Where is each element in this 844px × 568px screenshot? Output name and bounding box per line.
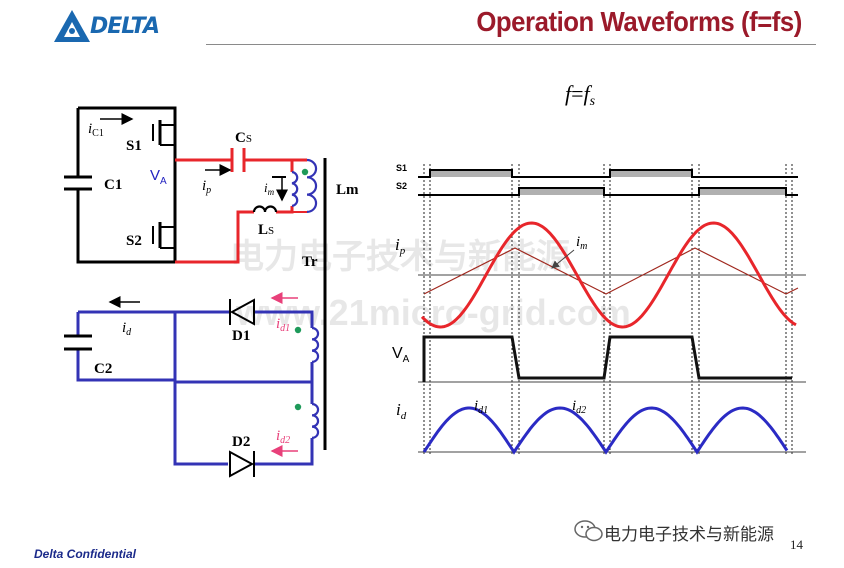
wechat-icon <box>574 520 603 542</box>
delta-logo <box>54 10 90 42</box>
label-s1: S1 <box>126 138 142 154</box>
secondary-winding-1 <box>311 326 320 363</box>
im-pointer <box>551 249 575 269</box>
label-tr: Tr <box>302 254 318 270</box>
label-wave-id1: id1 <box>474 398 488 416</box>
label-va: VA <box>150 167 167 187</box>
label-c2: C2 <box>94 361 112 377</box>
watermark-corner: 电力电子技术与新能源 <box>604 525 774 545</box>
va-waveform <box>422 335 792 382</box>
label-ls: LS <box>258 222 274 238</box>
label-id1: id1 <box>276 316 290 334</box>
label-wave-va: VA <box>392 345 410 365</box>
waveform-heading: f=fs <box>565 81 596 109</box>
label-d1: D1 <box>232 328 250 344</box>
label-wave-s1: S1 <box>396 163 407 173</box>
label-wave-id2: id2 <box>572 398 586 416</box>
label-cs: CS <box>235 130 252 146</box>
logo-text: DELTA <box>90 14 160 39</box>
watermark-cn: 电力电子技术与新能源 <box>230 237 570 277</box>
label-id: id <box>122 320 132 338</box>
label-ip: ip <box>202 178 211 196</box>
label-wave-ip: ip <box>395 235 406 257</box>
time-markers <box>423 164 793 456</box>
gate-signals <box>418 169 798 196</box>
confidential-label: Delta Confidential <box>34 547 137 561</box>
primary-winding <box>306 158 318 213</box>
lm-coil <box>291 170 299 207</box>
label-wave-im: im <box>576 234 587 252</box>
d2-diode <box>229 450 255 478</box>
label-s2: S2 <box>126 233 142 249</box>
resonant-tank <box>175 148 294 264</box>
primary-circuit <box>64 106 177 264</box>
label-wave-s2: S2 <box>396 181 407 191</box>
label-ic1: iC1 <box>88 121 104 139</box>
title-divider <box>206 44 816 45</box>
page-title: Operation Waveforms (f=fs) <box>476 6 802 37</box>
d1-diode <box>229 298 255 326</box>
polarity-dot-sec2 <box>294 403 302 411</box>
polarity-dot-primary <box>301 168 309 176</box>
label-c1: C1 <box>104 177 122 193</box>
secondary-winding-2 <box>311 402 320 439</box>
ip-waveform <box>420 221 797 329</box>
label-im: im <box>264 180 275 197</box>
label-wave-id: id <box>396 400 407 422</box>
id-waveform <box>422 406 789 455</box>
label-lm: Lm <box>336 182 359 198</box>
page-number: 14 <box>790 537 803 552</box>
polarity-dot-sec1 <box>294 326 302 334</box>
im-waveform <box>423 247 799 295</box>
label-d2: D2 <box>232 434 250 450</box>
label-id2: id2 <box>276 428 290 446</box>
secondary-circuit <box>76 310 314 466</box>
